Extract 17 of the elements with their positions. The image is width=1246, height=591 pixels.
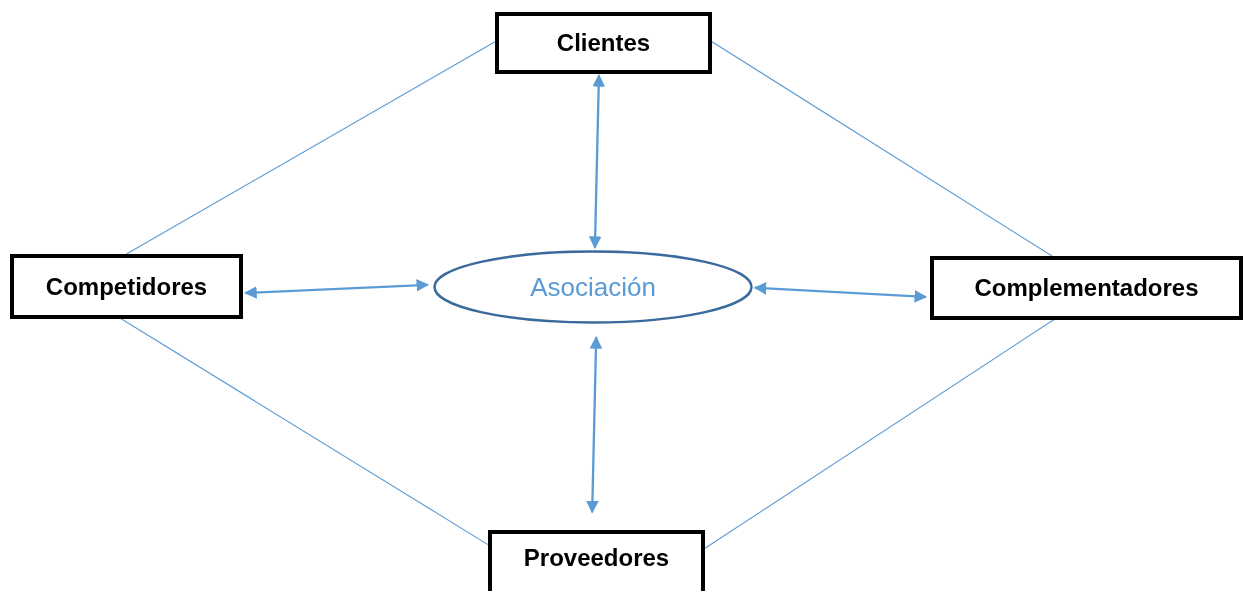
double-arrow — [753, 282, 928, 303]
node-label: Asociación — [530, 271, 656, 303]
double-arrow — [588, 74, 605, 250]
process-box — [930, 256, 1243, 320]
connector-line — [711, 41, 1053, 257]
process-box — [488, 530, 705, 591]
double-arrow — [586, 336, 603, 514]
process-box — [495, 12, 712, 74]
node-label: Clientes — [556, 29, 651, 57]
connector-line — [125, 41, 496, 255]
process-box — [10, 254, 243, 319]
node-label: Proveedores — [523, 544, 670, 572]
node-label: Competidores — [45, 272, 208, 301]
node-label: Complementadores — [974, 274, 1199, 302]
connector-line — [704, 318, 1056, 549]
double-arrow — [244, 278, 430, 299]
ellipse-node — [433, 250, 753, 324]
